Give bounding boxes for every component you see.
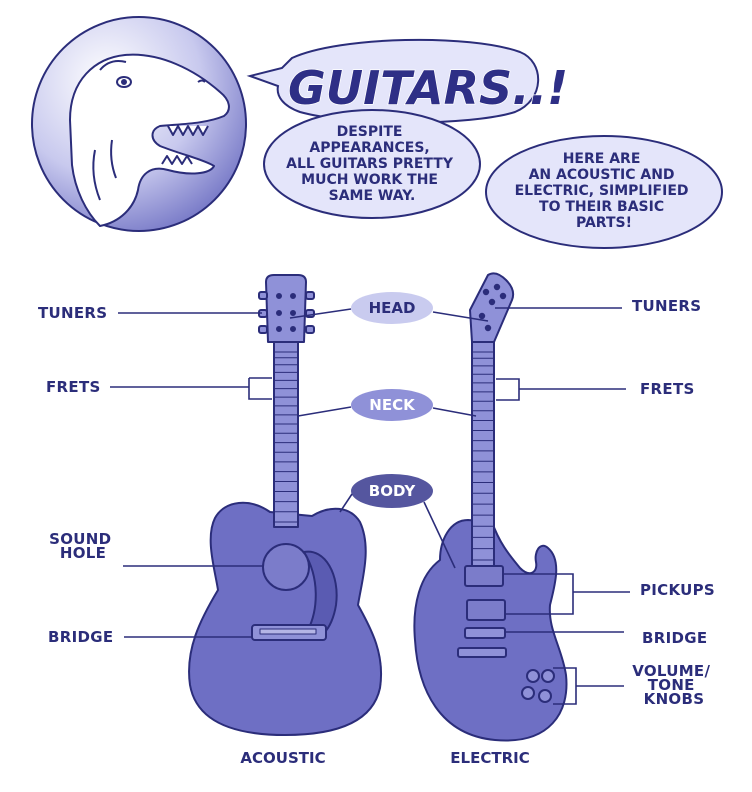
dinosaur-icon: [69, 53, 230, 227]
electric-headstock: [469, 272, 515, 343]
pill-neck-label: NECK: [369, 396, 416, 414]
label-knobs: VOLUME/ TONE KNOBS: [632, 662, 716, 708]
speech-bubble-left: DESPITE APPEARANCES, ALL GUITARS PRETTY …: [263, 109, 481, 219]
acoustic-sound-hole: [262, 543, 310, 591]
electric-guitar: [413, 272, 568, 742]
bubble-right-line-1: HERE ARE: [563, 151, 641, 167]
bubble-right-line-3: ELECTRIC, SIMPLIFIED: [515, 183, 689, 199]
label-tuners-left: TUNERS: [38, 304, 107, 322]
speech-bubble-right: HERE ARE AN ACOUSTIC AND ELECTRIC, SIMPL…: [485, 135, 723, 249]
acoustic-guitar: [188, 274, 382, 736]
label-tuners-right: TUNERS: [632, 297, 701, 315]
bubble-left-line-4: MUCH WORK THE: [301, 172, 438, 188]
electric-frets: [472, 351, 494, 561]
label-sound-hole: SOUND HOLE: [49, 530, 117, 562]
electric-pickup-neck: [464, 565, 504, 587]
acoustic-frets: [274, 351, 298, 523]
bubble-left-line-1: DESPITE: [337, 124, 403, 140]
electric-bridge: [464, 627, 506, 639]
bubble-left-line-2: APPEARANCES,: [309, 140, 429, 156]
caption-electric: ELECTRIC: [450, 749, 529, 767]
pill-body-label: BODY: [369, 482, 417, 500]
bubble-right-line-5: PARTS!: [576, 215, 632, 231]
bubble-left-line-5: SAME WAY.: [329, 188, 416, 204]
acoustic-headstock: [265, 274, 307, 343]
leader-lines: [110, 307, 630, 705]
caption-acoustic: ACOUSTIC: [240, 749, 325, 767]
bubble-right-line-4: TO THEIR BASIC: [539, 199, 664, 215]
label-frets-left: FRETS: [46, 378, 101, 396]
pill-neck: NECK: [351, 389, 433, 421]
acoustic-tuners: [258, 291, 315, 334]
bubble-left-line-3: ALL GUITARS PRETTY: [286, 156, 454, 172]
pill-head: HEAD: [351, 292, 433, 324]
label-bridge-left: BRIDGE: [48, 628, 113, 646]
bubble-right-line-2: AN ACOUSTIC AND: [529, 167, 675, 183]
svg-text:DESPITE APPEARANCES,: DESPITE APPEARANCES, ALL GUITARS PRETTY …: [286, 124, 458, 204]
acoustic-neck: [273, 341, 299, 528]
label-frets-right: FRETS: [640, 380, 695, 398]
electric-knobs: [521, 669, 555, 703]
page-title: GUITARS..!: [288, 61, 568, 115]
label-pickups: PICKUPS: [640, 581, 715, 599]
electric-tuners: [478, 283, 507, 332]
label-bridge-right: BRIDGE: [642, 629, 707, 647]
pill-head-label: HEAD: [369, 299, 416, 317]
pill-body: BODY: [351, 474, 433, 508]
mascot-avatar: [31, 16, 247, 232]
acoustic-body: [188, 501, 382, 736]
electric-pickup-bridge: [466, 599, 506, 621]
electric-neck: [471, 341, 495, 568]
title-bubble: GUITARS..!: [246, 38, 569, 124]
svg-text:HERE ARE AN ACOUSTIC AND: HERE ARE AN ACOUSTIC AND ELECTRIC, SIMPL…: [515, 151, 694, 231]
